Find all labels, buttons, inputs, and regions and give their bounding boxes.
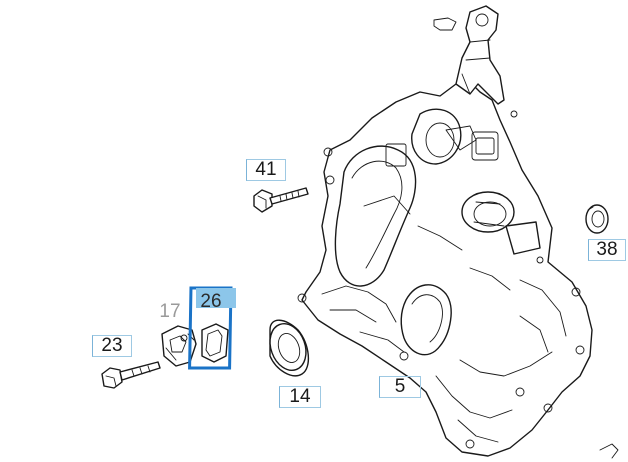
gasket-26[interactable] (188, 286, 236, 370)
callout-38-frame (588, 239, 626, 261)
leader-lines (599, 443, 619, 459)
guide-bracket-17[interactable] (161, 325, 197, 367)
callout-14-frame (279, 386, 321, 408)
callout-41-label: 41 (255, 159, 277, 180)
bolt-23[interactable] (101, 361, 161, 389)
callout-38[interactable]: 38 (588, 239, 626, 261)
callout-26-frame (196, 291, 226, 313)
callout-26-label: 26 (200, 291, 222, 312)
callout-17[interactable]: 17 (156, 301, 184, 323)
callout-5-frame (379, 376, 421, 398)
callout-14[interactable]: 14 (279, 386, 321, 408)
callout-5[interactable]: 5 (379, 376, 421, 398)
shaft-seal-14[interactable] (264, 319, 312, 377)
seal-ring-38[interactable] (585, 204, 609, 234)
selected-label-background (196, 288, 236, 308)
callout-41-frame (246, 159, 286, 181)
callout-38-label: 38 (596, 239, 618, 260)
callout-14-label: 14 (289, 386, 311, 407)
callout-23-label: 23 (101, 335, 123, 356)
callout-17-label: 17 (159, 301, 181, 322)
callout-5-label: 5 (394, 376, 406, 397)
callout-23[interactable]: 23 (92, 335, 132, 357)
callout-23-frame (92, 335, 132, 357)
bolt-41[interactable] (253, 187, 309, 213)
callout-26[interactable]: 26 (196, 291, 226, 313)
callout-41[interactable]: 41 (246, 159, 286, 181)
timing-case-cover[interactable] (297, 5, 593, 457)
callout-17-frame (156, 301, 184, 323)
